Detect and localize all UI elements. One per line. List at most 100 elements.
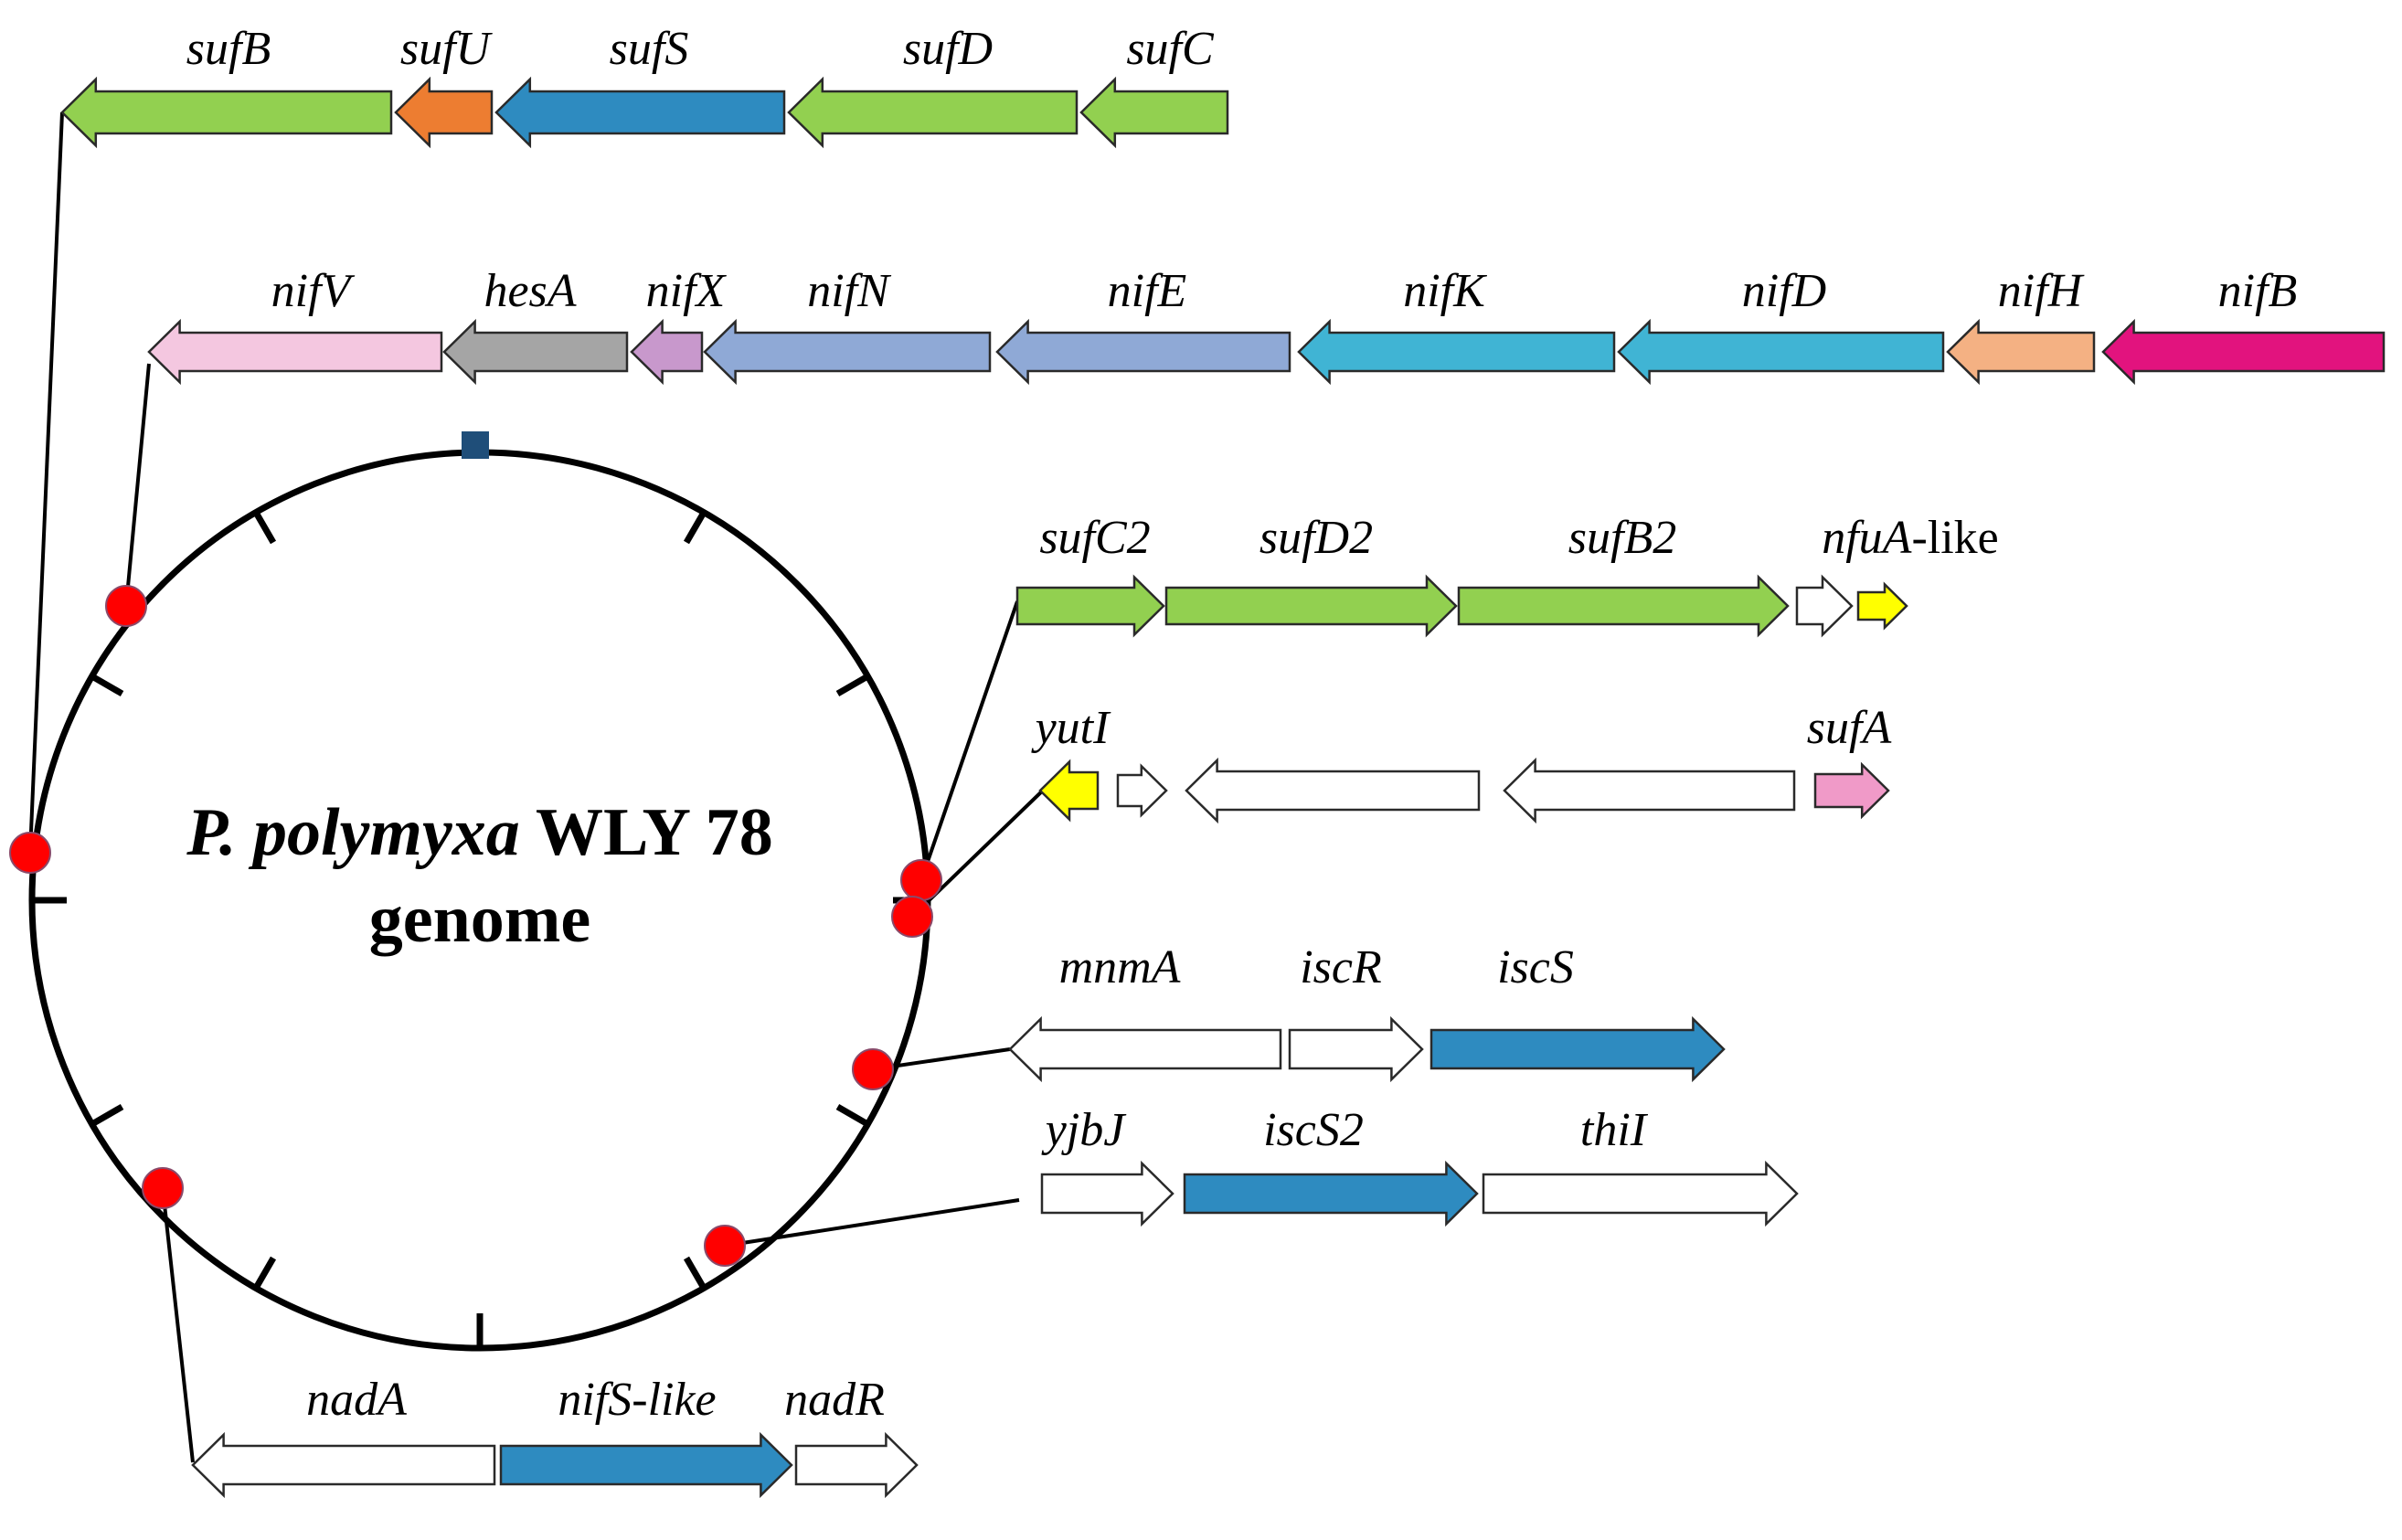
genome-title-strain: WLY 78 — [520, 795, 773, 870]
gene-arrow-hesa — [442, 318, 629, 386]
connector-nad — [161, 1187, 195, 1463]
gene-suf-4: sufC — [1079, 23, 1229, 149]
gene-suf-1: sufU — [394, 23, 494, 149]
gene-suf2-2: sufB2 — [1457, 512, 1790, 638]
gene-label-sufc: sufC — [1126, 23, 1215, 75]
gene-label-iscs: iscS — [1497, 941, 1574, 993]
gene-label-yjbj: yjbJ — [1041, 1104, 1128, 1156]
gene-arrow-sufu — [394, 76, 494, 149]
gene-arrow-nife — [995, 318, 1291, 386]
gene-nif-8: nifB — [2101, 265, 2386, 386]
gene-nif-2: nifX — [630, 265, 728, 386]
gene-arrow-sufd — [787, 76, 1079, 149]
gene-suf-2: sufS — [494, 23, 786, 149]
gene-nif-5: nifK — [1297, 265, 1616, 386]
genome-tick — [835, 674, 868, 697]
gene-label-sufb2: sufB2 — [1568, 512, 1676, 564]
gene-label-nifv: nifV — [271, 265, 356, 317]
gene-nif-7: nifH — [1946, 265, 2096, 386]
connector-lines — [28, 112, 1049, 1463]
connector-nif — [124, 363, 151, 607]
connector-suf — [28, 112, 64, 854]
gene-isc-0: mnmA — [1008, 941, 1282, 1083]
gene-suf-0: sufB — [60, 23, 393, 149]
gene-suf-3: sufD — [787, 23, 1079, 149]
gene-label-nifh: nifH — [1998, 265, 2085, 317]
connector-isc2 — [724, 1198, 1020, 1248]
locus-markers — [9, 585, 942, 1267]
gene-sufA-2 — [1185, 757, 1481, 824]
gene-arrow-sufa — [1813, 761, 1890, 820]
gene-arrow-yuti — [1038, 759, 1100, 823]
gene-arrow-nifk — [1297, 318, 1616, 386]
gene-label-nifd: nifD — [1742, 265, 1826, 317]
gene-label-yuti: yutI — [1031, 702, 1112, 754]
gene-arrow-sufd2 — [1164, 574, 1458, 638]
gene-arrow-nada — [191, 1431, 496, 1499]
gene-label-iscs2: iscS2 — [1263, 1104, 1364, 1156]
gene-label-sufc2: sufC2 — [1039, 512, 1150, 564]
genome-tick — [683, 512, 707, 545]
gene-label-nifx: nifX — [646, 265, 728, 317]
gene-sufA-0: yutI — [1031, 702, 1112, 823]
genome-tick — [91, 1103, 124, 1127]
gene-arrow-sufb — [60, 76, 393, 149]
gene-label-sufd: sufD — [903, 23, 993, 75]
gene-label-nifb: nifB — [2218, 265, 2298, 317]
gene-label-sufa: sufA — [1807, 702, 1892, 754]
gene-label-nadr: nadR — [784, 1374, 885, 1426]
gene-suf2-1: sufD2 — [1164, 512, 1458, 638]
gene-arrow-sufc — [1079, 76, 1229, 149]
gene-arrow-sufs — [494, 76, 786, 149]
locus-marker-nif — [105, 585, 147, 627]
gene-arrow-sufc2 — [1015, 574, 1165, 638]
origin-marker — [462, 431, 489, 459]
gene-arrow-nifv — [147, 318, 443, 386]
gene-arrow-iscs2 — [1183, 1160, 1479, 1227]
gene-sufA-3 — [1503, 757, 1796, 824]
locus-marker-sufA — [891, 896, 933, 938]
connector-suf2 — [919, 600, 1019, 881]
gene-label-sufd2: sufD2 — [1259, 512, 1373, 564]
genome-title-species: P. polymyxa — [186, 795, 519, 870]
gene-arrow-unlabeled — [1503, 757, 1796, 824]
gene-nad-0: nadA — [191, 1374, 496, 1499]
gene-arrow-unlabeled — [1116, 763, 1168, 818]
gene-isc2-1: iscS2 — [1183, 1104, 1479, 1227]
gene-isc-1: iscR — [1288, 941, 1424, 1083]
gene-label-nifs-like: nifS-like — [558, 1374, 716, 1426]
genome-tick-marks — [34, 512, 926, 1346]
gene-nad-1: nifS-like — [499, 1374, 793, 1499]
gene-arrow-nifh — [1946, 318, 2096, 386]
genome-tick — [835, 1103, 868, 1127]
gene-label-iscr: iscR — [1300, 941, 1382, 993]
gene-arrow-sufb2 — [1457, 574, 1790, 638]
locus-marker-nad — [142, 1167, 184, 1209]
genome-tick — [253, 1256, 277, 1289]
gene-arrow-nifs-like — [499, 1431, 793, 1499]
gene-nif-0: nifV — [147, 265, 443, 386]
gene-isc2-2: thiI — [1482, 1104, 1799, 1227]
genome-title-line2: genome — [369, 882, 591, 957]
gene-sufA-4: sufA — [1807, 702, 1892, 820]
gene-nif-4: nifE — [995, 265, 1291, 386]
gene-arrow-nifb — [2101, 318, 2386, 386]
gene-arrow-unlabeled — [1795, 574, 1854, 638]
gene-label-hesa: hesA — [484, 265, 576, 317]
genome-tick — [91, 674, 124, 697]
gene-label-thii: thiI — [1580, 1104, 1649, 1156]
gene-sufA-1 — [1116, 763, 1168, 818]
gene-arrow-nadr — [794, 1431, 919, 1499]
gene-nif-1: hesA — [442, 265, 629, 386]
gene-label-sufu: sufU — [400, 23, 494, 75]
gene-nif-3: nifN — [703, 265, 992, 386]
gene-suf2-0: sufC2 — [1015, 512, 1165, 638]
gene-arrow-iscs — [1430, 1015, 1726, 1083]
locus-marker-isc2 — [704, 1225, 746, 1267]
gene-arrow-yjbj — [1040, 1160, 1174, 1227]
gene-suf2-3 — [1795, 574, 1854, 638]
gene-isc2-0: yjbJ — [1040, 1104, 1174, 1227]
gene-nif-6: nifD — [1617, 265, 1945, 386]
connector-isc — [872, 1047, 1011, 1071]
